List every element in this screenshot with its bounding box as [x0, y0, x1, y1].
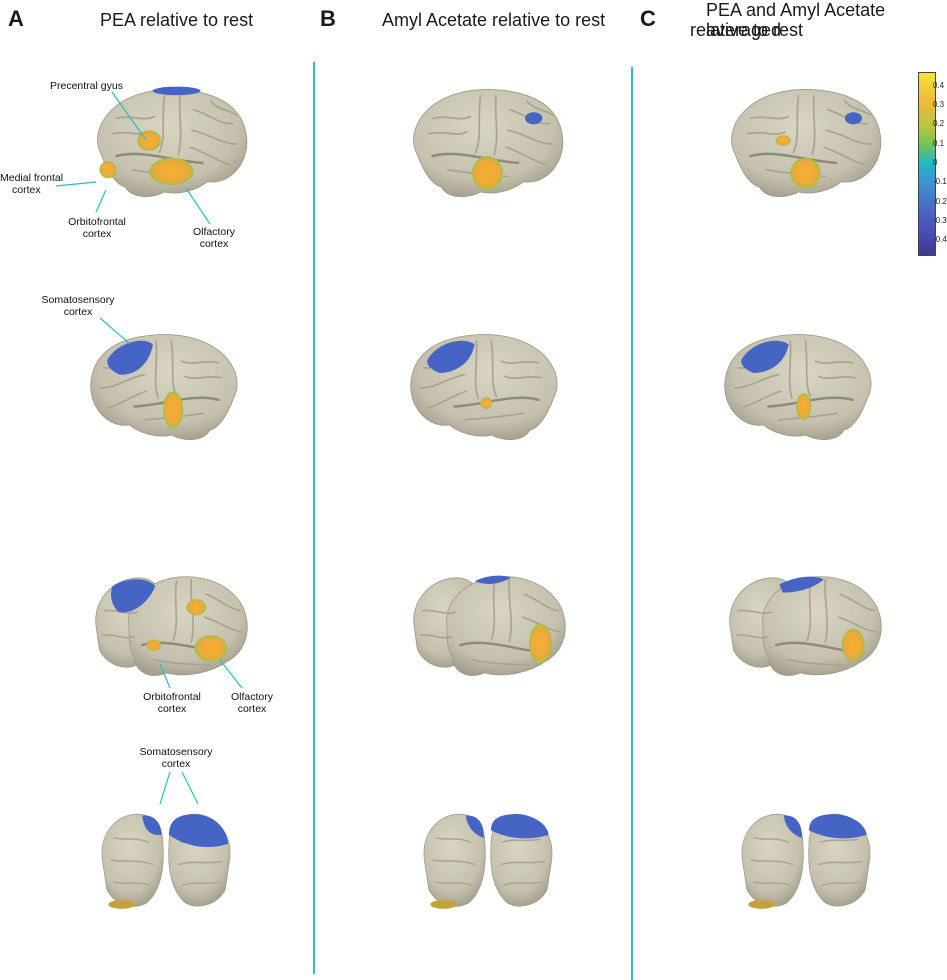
label-orbitofrontal-a3-line2: cortex: [157, 703, 187, 715]
brain-a-lateral-right: [84, 326, 252, 450]
leader-medial-frontal: [55, 181, 97, 187]
panel-letter-a: A: [8, 6, 24, 31]
brain-b-lateral-right: [404, 326, 572, 450]
brain-b-posterior: [414, 796, 562, 909]
label-olfactory-a3-line1: Olfactory: [230, 691, 273, 703]
colorbar-tick-6: -0.2: [933, 197, 947, 206]
label-somatosensory-a2-line2: cortex: [63, 306, 93, 318]
brain-c-posterior: [732, 796, 880, 909]
panel-title-a: PEA relative to rest: [100, 10, 254, 30]
leader-olfactory-a1: [185, 187, 211, 225]
label-somatosensory-a4-line1: Somatosensory: [139, 746, 213, 758]
colorbar-tick-1: 0.3: [933, 100, 945, 109]
leader-somatosensory-a4-right: [181, 771, 199, 805]
label-olfactory-a3-line2: cortex: [237, 703, 267, 715]
label-orbitofrontal-a1-line1: Orbitofrontal: [68, 216, 126, 228]
brain-c-oblique: [722, 562, 886, 692]
panel-letter-b: B: [320, 6, 336, 31]
colorbar-tick-7: -0.3: [933, 216, 947, 225]
panel-letter-c: C: [640, 6, 656, 31]
label-medial-frontal-line1: Medial frontal: [0, 172, 64, 184]
label-somatosensory-a2-line1: Somatosensory: [41, 294, 115, 306]
brain-a-posterior: [92, 796, 240, 909]
colorbar-tick-0: 0.4: [933, 81, 945, 90]
leader-somatosensory-a2: [99, 317, 131, 345]
colorbar-tick-2: 0.2: [933, 119, 945, 128]
leader-precentral: [111, 91, 147, 141]
brain-b-lateral-left: [398, 84, 570, 204]
panel-title-c-line2: relative to rest: [690, 20, 804, 40]
label-medial-frontal-line2: cortex: [12, 184, 41, 196]
label-orbitofrontal-a1-line2: cortex: [82, 228, 112, 240]
brain-c-lateral-left: [716, 84, 888, 204]
label-olfactory-a1-line1: Olfactory: [192, 226, 235, 238]
colorbar-tick-4: 0: [933, 158, 938, 167]
brain-a-oblique: [88, 562, 252, 692]
panel-divider-ab: [313, 62, 315, 974]
panel-divider-bc: [631, 67, 633, 980]
leader-somatosensory-a4-left: [159, 771, 171, 805]
panel-title-b: Amyl Acetate relative to rest: [382, 10, 606, 30]
brain-c-lateral-right: [718, 326, 886, 450]
colorbar-tick-3: 0.1: [933, 139, 945, 148]
colorbar-tick-8: -0.4: [933, 235, 947, 244]
panel-title-c-line1: PEA and Amyl Acetate averaged: [706, 0, 886, 40]
label-somatosensory-a4-line2: cortex: [161, 758, 191, 770]
label-precentral-gyrus: Precentral gyus: [50, 80, 123, 92]
label-olfactory-a1-line2: cortex: [199, 238, 229, 250]
leader-orbitofrontal-a1: [95, 189, 107, 213]
colorbar-tick-5: -0.1: [933, 177, 947, 186]
label-orbitofrontal-a3-line1: Orbitofrontal: [143, 691, 201, 703]
brain-a-lateral-left: [82, 86, 254, 204]
leader-olfactory-a3: [219, 659, 243, 689]
leader-orbitofrontal-a3: [159, 663, 171, 689]
brain-b-oblique: [406, 562, 570, 692]
colorbar: [918, 72, 936, 256]
